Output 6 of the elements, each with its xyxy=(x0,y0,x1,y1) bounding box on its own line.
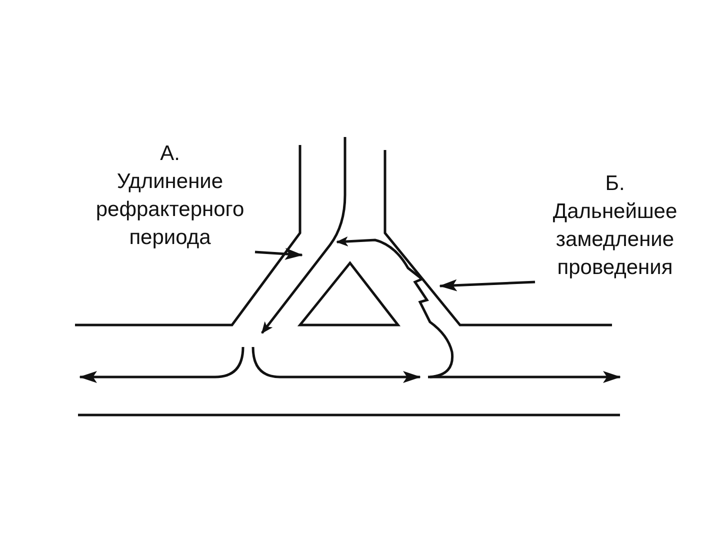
callout-letter: А. xyxy=(159,141,181,167)
callout-letter: Б. xyxy=(604,171,626,197)
callout-text: Удлинение рефрактерного периода xyxy=(94,169,246,251)
leader-line xyxy=(254,248,303,260)
leader-line xyxy=(439,279,536,292)
callout-text: Дальнейшее замедление проведения xyxy=(552,199,678,281)
